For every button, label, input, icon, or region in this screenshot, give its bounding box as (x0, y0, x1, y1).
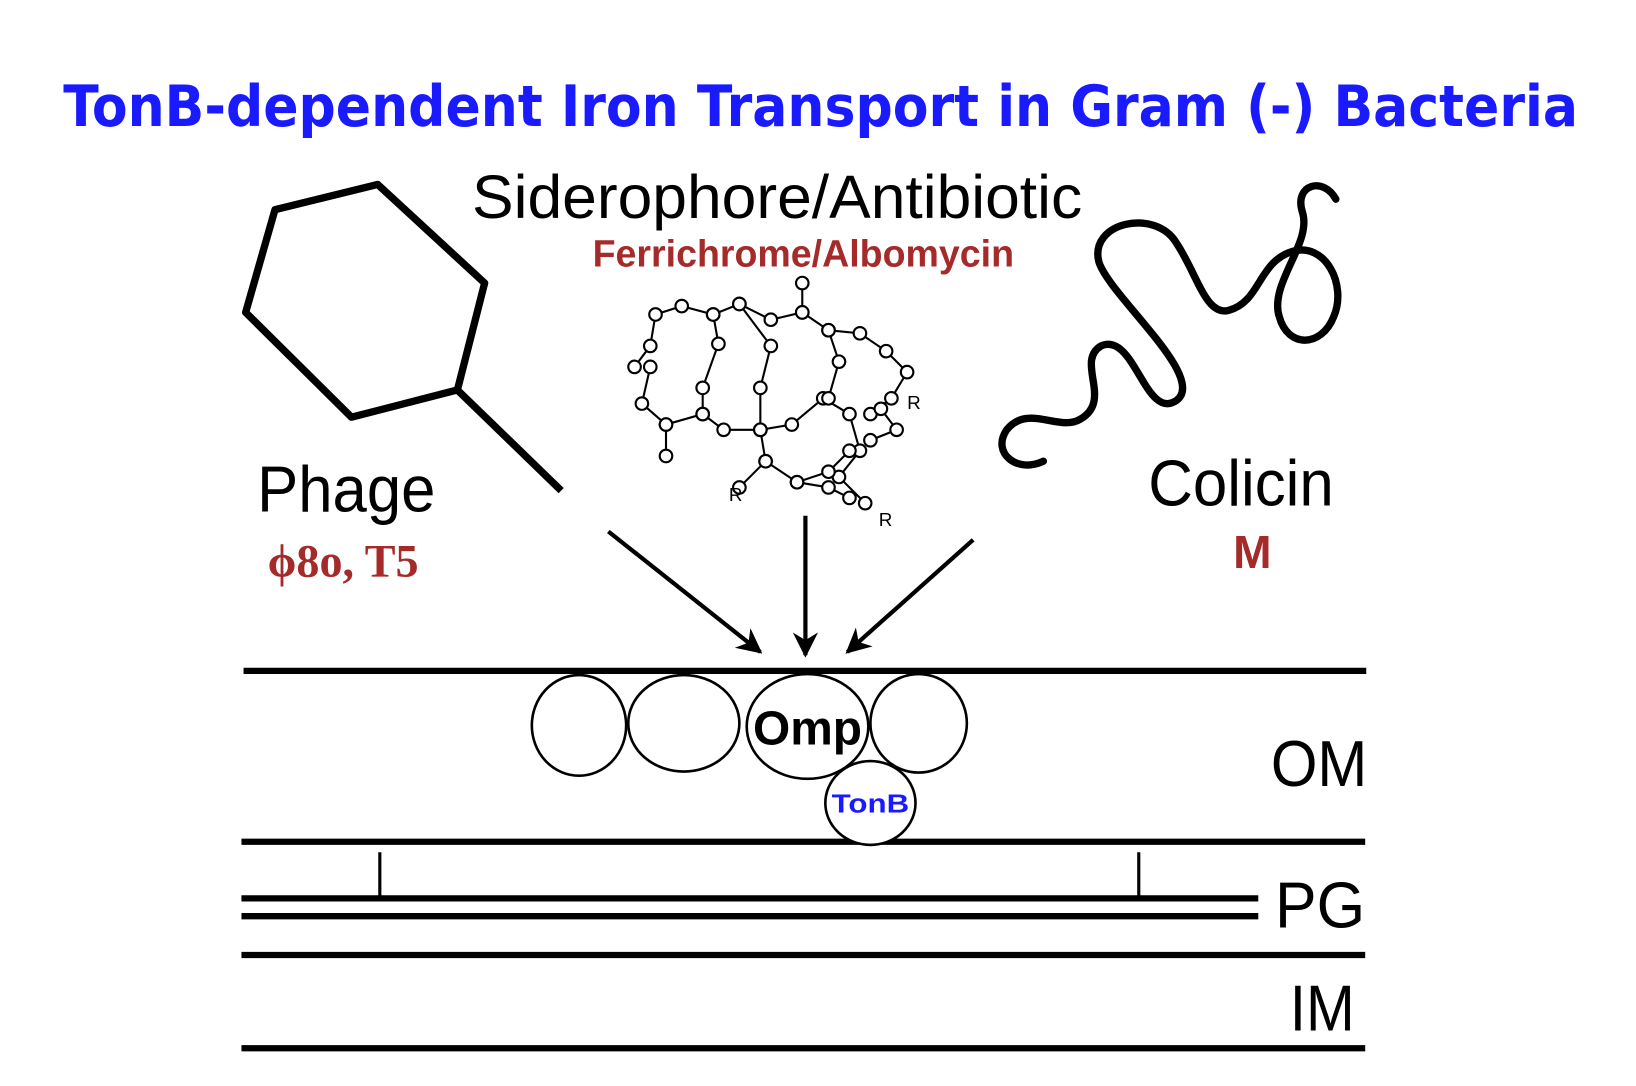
atom (705, 307, 721, 322)
arrow-phage (607, 529, 763, 654)
colicin-label: Colicin (1148, 446, 1334, 519)
omp-circle (745, 672, 870, 781)
atom (695, 406, 711, 422)
arrow-colicin (845, 538, 975, 654)
atom (794, 275, 810, 291)
atom (634, 396, 650, 411)
atom (821, 322, 836, 338)
phage-icon (241, 180, 564, 494)
siderophore-label: Siderophore/Antibiotic (472, 163, 1082, 231)
atom (784, 417, 800, 432)
atom (863, 432, 878, 448)
tonb-label: TonB (832, 788, 910, 818)
arrows (607, 515, 975, 658)
porin-circle (626, 673, 741, 773)
bond (738, 303, 772, 430)
atom (753, 380, 768, 396)
atom (716, 422, 731, 438)
atom (627, 359, 642, 375)
atom (794, 305, 810, 320)
atom (642, 338, 658, 354)
atom (842, 490, 857, 506)
atom (884, 391, 899, 406)
colicin-icon (998, 182, 1342, 469)
atom (753, 422, 768, 438)
r-label: R (879, 509, 893, 530)
atom (873, 401, 889, 417)
atom (732, 480, 747, 495)
atom (695, 380, 711, 396)
atom (857, 495, 873, 511)
atom (758, 453, 773, 469)
atom (763, 338, 779, 354)
atom (842, 406, 857, 422)
atom (821, 464, 836, 480)
atom (642, 359, 658, 375)
atom (889, 422, 904, 438)
om-label: OM (1271, 727, 1367, 800)
bond (701, 314, 720, 415)
atom (658, 448, 674, 464)
atom (899, 364, 915, 380)
atom (763, 312, 779, 328)
phage-label: Phage (257, 453, 435, 526)
porin-circle (869, 672, 969, 774)
omp-label: Omp (753, 701, 862, 755)
atom (842, 443, 857, 459)
porin-circle (530, 673, 628, 778)
atom (658, 417, 674, 432)
atom (674, 298, 690, 314)
diagram-title: TonB-dependent Iron Transport in Gram (-… (63, 74, 1578, 140)
atom (732, 296, 747, 312)
im-label: IM (1290, 971, 1355, 1044)
siderophore-examples: Ferrichrome/Albomycin (593, 232, 1014, 274)
colicin-examples: M (1233, 526, 1271, 578)
pg-label: PG (1275, 869, 1365, 942)
atom (821, 480, 836, 495)
r-label: R (729, 484, 743, 505)
atom (878, 343, 894, 359)
atom (789, 474, 805, 490)
tonb-circle (824, 759, 917, 847)
atom (821, 391, 836, 406)
phage-examples: ϕ8o, T5 (268, 536, 419, 587)
ferrichrome-molecule-icon (627, 275, 915, 511)
atom (711, 336, 726, 352)
atom (831, 354, 847, 369)
atom (648, 307, 663, 322)
atom (852, 326, 868, 341)
r-label: R (907, 392, 921, 413)
